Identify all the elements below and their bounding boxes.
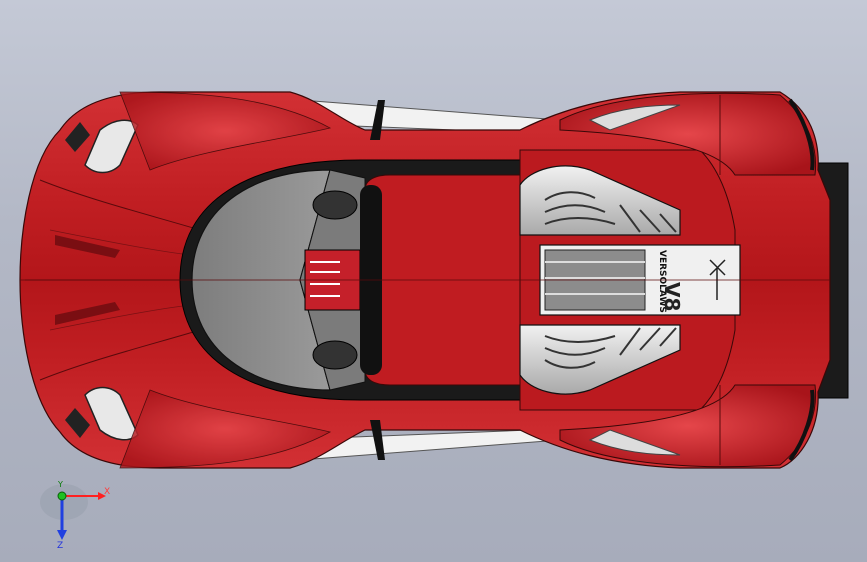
x-axis-label: X xyxy=(104,487,110,497)
engine-vent-bottom-slats xyxy=(544,327,677,369)
hood-line-4 xyxy=(49,229,191,256)
engine-center-bands xyxy=(545,261,645,295)
rear-light-bottom xyxy=(788,389,815,462)
decal-v8-text: V8 xyxy=(660,282,684,311)
front-grille-bottom xyxy=(65,408,90,438)
rear-light-top xyxy=(788,98,815,171)
y-axis-dot xyxy=(57,491,67,501)
hood-line-5 xyxy=(49,304,191,331)
mirror-left xyxy=(370,100,385,140)
seat-left xyxy=(312,190,358,220)
hood-vent-bottom xyxy=(55,302,120,325)
triad-shadow xyxy=(40,484,88,520)
y-axis-label: Y xyxy=(57,480,63,489)
x-axis-arrow xyxy=(98,492,106,500)
seat-right xyxy=(312,340,358,370)
coordinate-triad: X Z Y xyxy=(40,480,110,548)
interior-decal xyxy=(310,261,340,297)
mirror-right xyxy=(370,420,385,460)
hood-vent-top xyxy=(55,235,120,258)
z-axis-label: Z xyxy=(57,541,63,548)
decal-side-text: VERSOLAWS xyxy=(657,250,667,313)
front-fender-bottom xyxy=(119,389,332,469)
z-axis-arrow xyxy=(57,530,67,540)
engine-vent-top xyxy=(519,165,681,236)
rear-wheel-sliver-bottom xyxy=(588,429,681,456)
front-grille-top xyxy=(65,122,90,152)
hood-line-2 xyxy=(39,329,201,381)
front-fender-top xyxy=(119,91,332,171)
rear-wheel-sliver-top xyxy=(588,104,681,131)
engine-vent-bottom xyxy=(519,324,681,395)
hood-line-1 xyxy=(39,179,201,231)
engine-vent-top-slats xyxy=(544,191,677,233)
decal-emblem xyxy=(709,259,726,300)
